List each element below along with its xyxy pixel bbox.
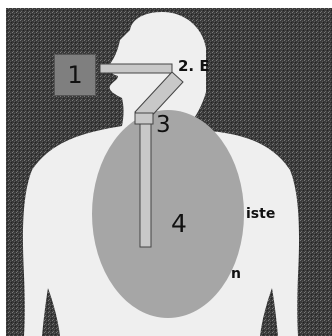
label-2: 2. E — [178, 57, 210, 75]
label-3: 3 — [156, 112, 171, 138]
label-fragment-bottom: n — [231, 266, 241, 282]
label-fragment-right: iste — [246, 206, 275, 222]
label-4: 4 — [171, 209, 187, 238]
nasal-tube — [100, 64, 172, 73]
windpipe-tube — [140, 124, 151, 247]
organ-ellipse — [92, 110, 244, 318]
label-box-1: 1 — [54, 54, 96, 96]
junction-block — [135, 113, 153, 124]
